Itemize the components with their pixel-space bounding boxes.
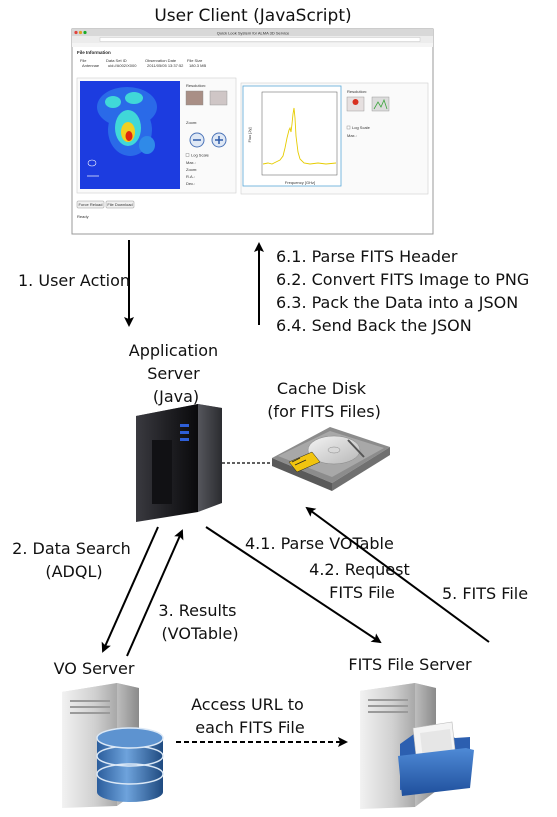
control-label: Resolution:: [347, 89, 367, 94]
file-download-button[interactable]: [105, 200, 135, 209]
arrow-data-search: [101, 526, 159, 653]
thumbnail[interactable]: [185, 90, 204, 106]
app-server-label-line: Application: [129, 341, 218, 360]
field-label: File: [80, 58, 87, 63]
field-label: Observation Date: [145, 58, 177, 63]
browser-titlebar: [72, 29, 433, 36]
access-url-label: Access URL to each FITS File: [191, 695, 309, 737]
folder-icon: [398, 721, 474, 796]
control-label: Dec.:: [186, 181, 195, 186]
panel-title: File Information: [77, 50, 111, 55]
fits-file-label: 5. FITS File: [442, 584, 528, 603]
control-label: Zoom:: [186, 167, 197, 172]
spectrum-x-axis-label: Frequency [GHz]: [285, 180, 315, 185]
results-label: 3. Results (VOTable): [158, 601, 241, 643]
spectrum-plot-area: [261, 91, 338, 176]
control-label: Max.:: [186, 160, 196, 165]
client-title: User Client (JavaScript): [154, 6, 351, 26]
control-label: Resolution:: [186, 83, 206, 88]
field-label: Data Set ID: [106, 58, 127, 63]
app-server-label-line: Server: [147, 364, 200, 383]
spectrum-line: [262, 107, 337, 165]
response-steps: 6.1. Parse FITS Header 6.2. Convert FITS…: [276, 247, 534, 335]
force-reload-label: Force Reload: [78, 202, 102, 207]
response-step: 6.1. Parse FITS Header: [276, 247, 458, 266]
log-scale-checkbox[interactable]: [346, 125, 351, 130]
fits-server-label: FITS File Server: [348, 655, 472, 674]
browser-window-title: Quick Look System for ALMA 3D Service: [217, 31, 290, 36]
cache-disk-label-line: Cache Disk: [277, 379, 367, 398]
results-label-line: 3. Results: [158, 601, 236, 620]
thumbnail[interactable]: [371, 96, 390, 112]
app-server-label-line: (Java): [153, 387, 199, 406]
browser-bookmarks-bar: [72, 43, 433, 47]
parse-votable-label: 4.1. Parse VOTable: [245, 534, 394, 553]
control-label: Log Scale: [191, 153, 210, 158]
thumbnail[interactable]: [209, 90, 228, 106]
arrow-results: [126, 529, 184, 657]
field-value: uid://A002/X000: [108, 63, 137, 68]
client-screenshot: Quick Look System for ALMA 3D Service Fi…: [71, 28, 434, 235]
data-search-label-line: 2. Data Search: [12, 539, 131, 558]
request-fits-label: 4.2. Request FITS File: [309, 560, 415, 602]
application-server-icon: [136, 404, 222, 522]
response-step: 6.3. Pack the Data into a JSON: [276, 293, 518, 312]
arrow-fits-file: [305, 506, 490, 643]
window-minimize-icon: [78, 30, 83, 35]
cache-disk-icon: [272, 427, 390, 491]
force-reload-button[interactable]: [76, 200, 105, 209]
file-info-fields: File Data Set ID Observation Date File S…: [80, 58, 206, 68]
field-value: 2011/05/05 13:37:52: [147, 63, 184, 68]
control-label: Log Scale: [352, 125, 371, 130]
data-search-label-line: (ADQL): [45, 562, 102, 581]
arrow-request-fits: [205, 526, 382, 644]
response-step: 6.2. Convert FITS Image to PNG: [276, 270, 529, 289]
control-label: Max.:: [347, 133, 357, 138]
results-label-line: (VOTable): [161, 624, 238, 643]
user-action-label: 1. User Action: [18, 271, 130, 290]
field-value: 180.3 MB: [189, 63, 206, 68]
status-text: Ready: [77, 214, 89, 219]
browser-address-bar: [99, 37, 421, 42]
spectrum-y-axis-label: Flux [Jy]: [247, 128, 252, 143]
window-zoom-icon: [83, 30, 87, 35]
field-value: Antennae: [82, 63, 100, 68]
cache-disk-label-line: (for FITS Files): [267, 402, 381, 421]
cache-disk-label: Cache Disk (for FITS Files): [267, 379, 381, 421]
window-close-icon: [74, 30, 78, 35]
field-label: File Size: [187, 58, 203, 63]
control-label: Zoom:: [186, 120, 197, 125]
app-server-label: Application Server (Java): [129, 341, 224, 406]
database-icon: [96, 727, 164, 802]
access-url-label-line: Access URL to: [191, 695, 304, 714]
data-search-label: 2. Data Search (ADQL): [12, 539, 136, 581]
response-step: 6.4. Send Back the JSON: [276, 316, 472, 335]
request-fits-label-line: FITS File: [329, 583, 395, 602]
beam-ellipse: [87, 159, 97, 167]
access-url-label-line: each FITS File: [195, 718, 304, 737]
heatmap-emission: [97, 87, 157, 156]
log-scale-checkbox[interactable]: [185, 153, 190, 157]
control-label: R.A.:: [186, 174, 195, 179]
vo-server-label: VO Server: [54, 659, 135, 678]
request-fits-label-line: 4.2. Request: [309, 560, 410, 579]
file-download-label: File Download: [107, 202, 132, 207]
